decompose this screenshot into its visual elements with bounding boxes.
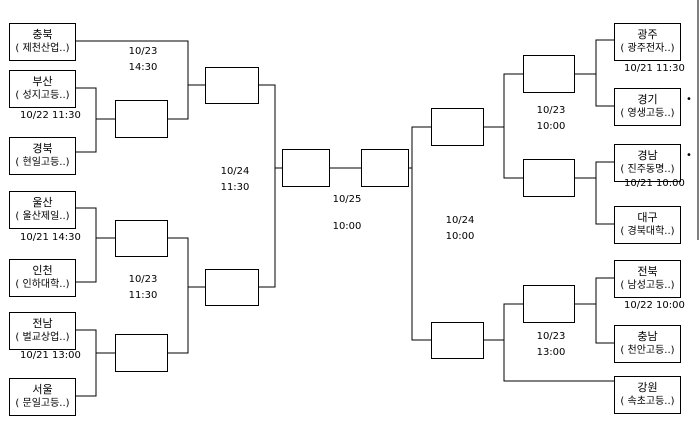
connector-jeonnam-seoul [76, 329, 115, 397]
connector-ulsan-incheon [76, 207, 115, 283]
slot-left-r1-a [115, 100, 168, 138]
team-jeonnam: 전남 ( 벌교상업..) [9, 312, 76, 350]
connector-left-qf-bottom [168, 237, 205, 354]
right-sf-time: 10:00 [445, 231, 475, 242]
connector-left-sf [259, 84, 282, 288]
team-chungnam-region: 충남 [637, 330, 658, 343]
team-chungbuk-region: 충북 [32, 28, 53, 41]
left-qf-bottom-schedule: 10/23 11:30 [123, 273, 163, 302]
slot-right-r1-b [523, 159, 575, 197]
team-gyeongnam-region: 경남 [637, 149, 658, 162]
schedule-busan: 10/22 11:30 [20, 110, 81, 121]
team-daegu-region: 대구 [637, 211, 658, 224]
connector-busan-gyeongbuk [76, 87, 115, 153]
team-gyeongnam-school: ( 진주동명..) [620, 164, 675, 175]
left-qf-top-time: 14:30 [128, 62, 158, 73]
left-qf-bottom-date: 10/23 [128, 274, 158, 285]
left-qf-bottom-time: 11:30 [128, 290, 158, 301]
slot-left-r1-b [115, 220, 168, 257]
team-gangwon: 강원 ( 속초고등..) [614, 376, 681, 414]
team-jeonnam-region: 전남 [32, 317, 53, 330]
team-gwangju-school: ( 광주전자..) [620, 43, 675, 54]
schedule-ulsan: 10/21 14:30 [20, 232, 81, 243]
left-sf-schedule: 10/24 11:30 [215, 165, 255, 194]
schedule-gyeongnam: 10/21 10:00 [624, 178, 685, 189]
team-gyeongbuk-region: 경북 [32, 142, 53, 155]
left-qf-top-schedule: 10/23 14:30 [123, 45, 163, 74]
connector-left-qf-top [76, 40, 205, 120]
right-qf-bottom-schedule: 10/23 13:00 [531, 330, 571, 359]
team-gyeonggi-region: 경기 [637, 93, 658, 106]
final-time: 10:00 [332, 221, 362, 232]
right-qf-top-time: 10:00 [536, 121, 566, 132]
connector-jeonbuk-chungnam [575, 277, 614, 344]
connector-right-qf-bottom [484, 303, 614, 382]
team-jeonbuk-school: ( 남성고등..) [620, 280, 675, 291]
team-gwangju: 광주 ( 광주전자..) [614, 23, 681, 61]
team-busan-region: 부산 [32, 75, 53, 88]
right-sf-date: 10/24 [445, 215, 475, 226]
right-qf-bottom-date: 10/23 [536, 331, 566, 342]
right-qf-top-schedule: 10/23 10:00 [531, 104, 571, 133]
left-sf-time: 11:30 [220, 182, 250, 193]
schedule-jeonbuk: 10/22 10:00 [624, 300, 685, 311]
slot-left-qf-top [205, 67, 259, 104]
team-gangwon-region: 강원 [637, 381, 658, 394]
team-gyeongbuk: 경북 ( 현일고등..) [9, 137, 76, 175]
team-busan: 부산 ( 성지고등..) [9, 70, 76, 108]
final-schedule: 10/25 10:00 [327, 193, 367, 233]
team-daegu-school: ( 경북대학..) [620, 226, 675, 237]
team-ulsan-region: 울산 [32, 196, 53, 209]
team-ulsan: 울산 ( 울산제일..) [9, 191, 76, 229]
connector-right-qf-top [484, 73, 523, 179]
team-chungnam: 충남 ( 천안고등..) [614, 325, 681, 363]
team-busan-school: ( 성지고등..) [15, 90, 70, 101]
team-jeonbuk: 전북 ( 남성고등..) [614, 260, 681, 298]
team-gyeongnam: 경남 ( 진주동명..) [614, 144, 681, 182]
connector-right-sf [409, 126, 431, 341]
schedule-gwangju: 10/21 11:30 [624, 63, 685, 74]
left-sf-date: 10/24 [220, 166, 250, 177]
connector-gwangju-gyeonggi [575, 39, 614, 107]
team-incheon-school: ( 인하대학..) [15, 279, 70, 290]
team-ulsan-school: ( 울산제일..) [15, 211, 70, 222]
slot-right-qf-top [431, 108, 484, 146]
team-jeonnam-school: ( 벌교상업..) [15, 332, 70, 343]
team-chungbuk: 충북 ( 제천산업..) [9, 23, 76, 61]
team-gyeonggi: 경기 ( 영생고등..) [614, 88, 681, 126]
bullet-mark-2: • [686, 150, 692, 161]
connector-gyeongnam-daegu [575, 161, 614, 225]
team-incheon-region: 인천 [32, 264, 53, 277]
slot-right-qf-bottom [431, 322, 484, 359]
slot-left-r1-c [115, 334, 168, 372]
slot-final-right [361, 149, 409, 187]
slot-final-left [282, 149, 330, 187]
right-qf-bottom-time: 13:00 [536, 347, 566, 358]
left-qf-top-date: 10/23 [128, 46, 158, 57]
team-gyeonggi-school: ( 영생고등..) [620, 108, 675, 119]
team-seoul-school: ( 문일고등..) [15, 398, 70, 409]
team-seoul-region: 서울 [32, 383, 53, 396]
bullet-mark-1: • [686, 94, 692, 105]
team-seoul: 서울 ( 문일고등..) [9, 378, 76, 416]
team-gangwon-school: ( 속초고등..) [620, 396, 675, 407]
right-qf-top-date: 10/23 [536, 105, 566, 116]
final-date: 10/25 [332, 194, 362, 205]
team-chungnam-school: ( 천안고등..) [620, 345, 675, 356]
slot-right-r1-a [523, 55, 575, 93]
team-incheon: 인천 ( 인하대학..) [9, 259, 76, 297]
slot-left-qf-bottom [205, 269, 259, 306]
team-chungbuk-school: ( 제천산업..) [15, 43, 70, 54]
team-daegu: 대구 ( 경북대학..) [614, 206, 681, 244]
right-sf-schedule: 10/24 10:00 [440, 214, 480, 243]
team-gyeongbuk-school: ( 현일고등..) [15, 157, 70, 168]
slot-right-r1-c [523, 285, 575, 323]
team-gwangju-region: 광주 [637, 28, 658, 41]
schedule-jeonnam: 10/21 13:00 [20, 350, 81, 361]
team-jeonbuk-region: 전북 [637, 265, 658, 278]
